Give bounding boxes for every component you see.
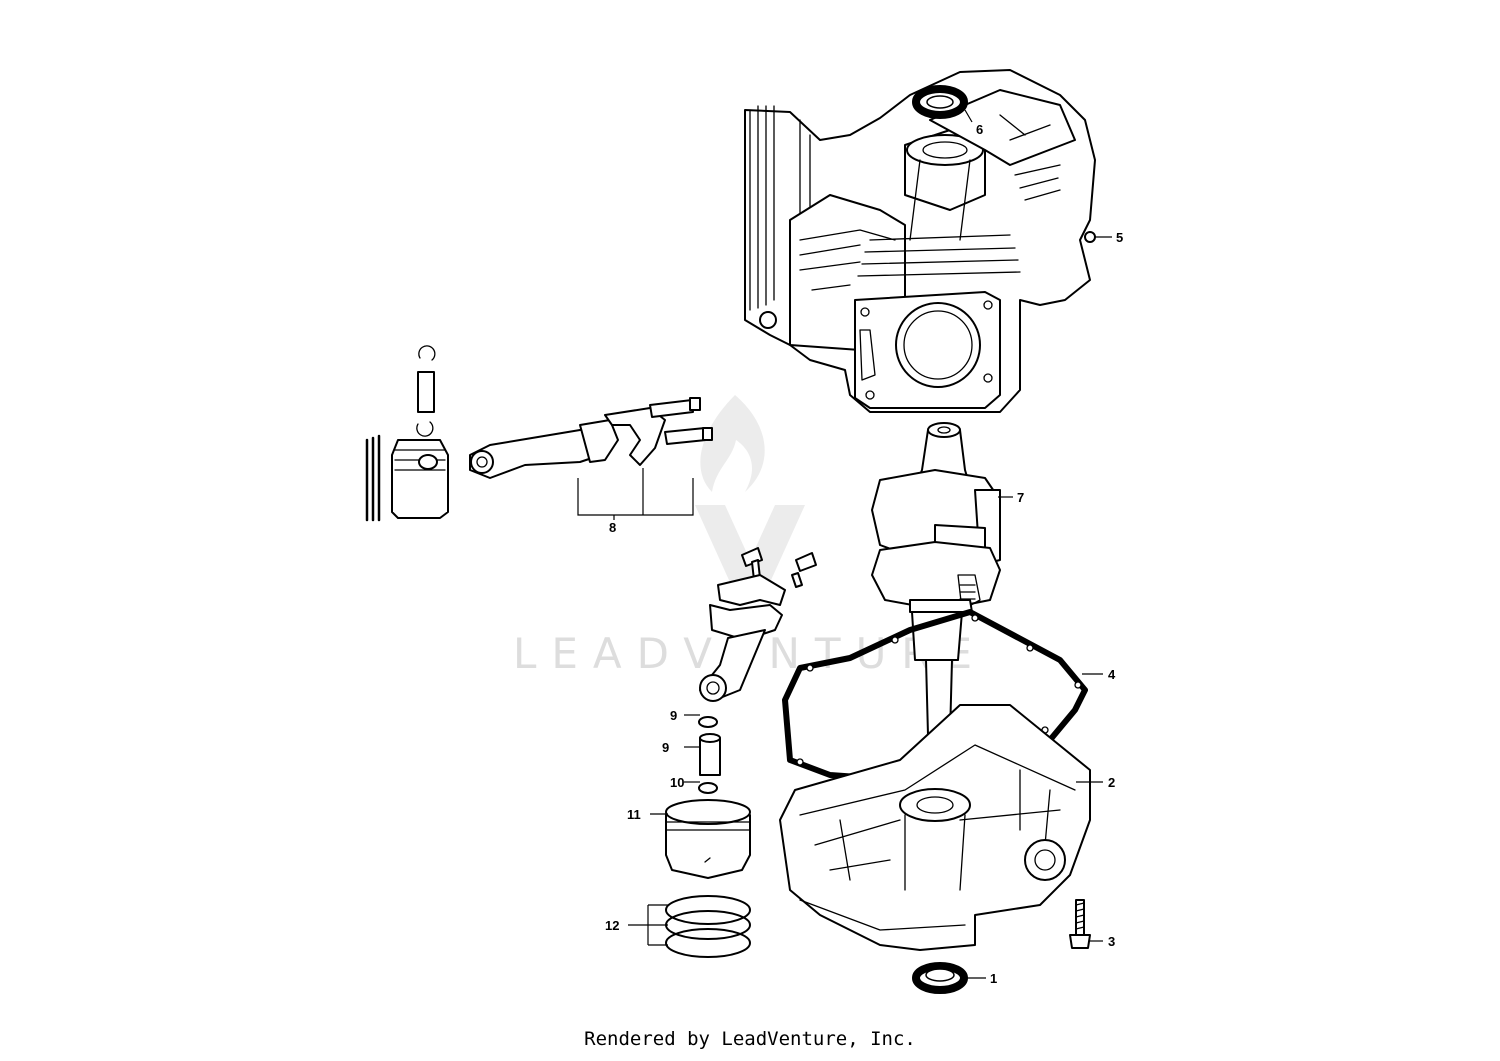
piston-rod-assembly <box>365 345 713 522</box>
callout-5: 5 <box>1116 230 1123 245</box>
callout-6: 6 <box>976 122 983 137</box>
callout-2: 2 <box>1108 775 1115 790</box>
callout-4: 4 <box>1108 667 1116 682</box>
piston-pin-set <box>698 716 721 794</box>
callout-9-lower: 10 <box>670 775 684 790</box>
callout-labels: 1 2 3 4 5 6 7 8 9 9 10 11 12 <box>605 122 1123 986</box>
retaining-ring-lower <box>698 782 718 794</box>
callout-8: 8 <box>609 520 616 535</box>
retaining-ring-upper <box>698 716 718 728</box>
piston <box>665 799 751 879</box>
watermark-v-icon <box>695 505 805 600</box>
bolt <box>1069 899 1091 949</box>
watermark-flame-icon <box>700 395 765 492</box>
callout-11: 11 <box>627 807 641 822</box>
oil-seal-bottom <box>912 962 968 994</box>
crankshaft <box>871 422 1001 736</box>
render-credit-footer: Rendered by LeadVenture, Inc. <box>584 1028 916 1050</box>
connecting-rod <box>699 547 817 702</box>
leader-lines <box>577 109 1112 979</box>
callout-9-upper: 9 <box>670 708 677 723</box>
crankcase-cover <box>779 704 1091 951</box>
callout-7: 7 <box>1017 490 1024 505</box>
piston-rings <box>665 895 751 958</box>
wrist-pin <box>699 737 721 776</box>
callout-1: 1 <box>990 971 997 986</box>
oil-seal-top <box>912 85 968 119</box>
callout-3: 3 <box>1108 934 1115 949</box>
callout-10: 9 <box>662 740 669 755</box>
engine-block <box>744 69 1096 413</box>
callout-12: 12 <box>605 918 619 933</box>
